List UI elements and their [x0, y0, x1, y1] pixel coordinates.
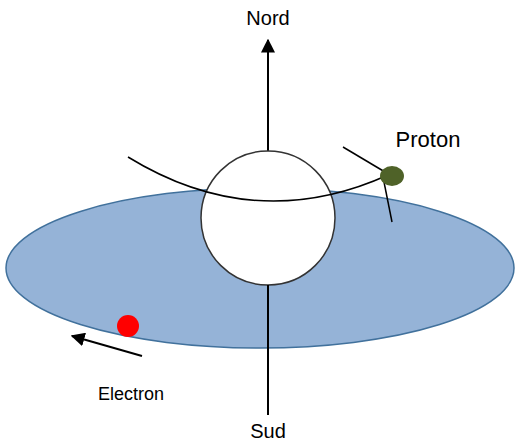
proton-dot [380, 166, 404, 186]
south-axis [267, 285, 269, 415]
electron-direction-arrow [72, 336, 142, 356]
planet-sphere [201, 151, 335, 285]
north-axis [267, 40, 269, 151]
proton-field-line [384, 182, 392, 222]
label-box: Nord [246, 7, 289, 29]
label-box: Sud [250, 420, 286, 442]
label-box: Electron [98, 385, 164, 405]
axis-label: Electron [98, 385, 164, 405]
axis-label: Sud [250, 420, 286, 442]
proton-trajectory [128, 157, 388, 201]
label-box: Proton [396, 128, 461, 152]
electron-dot [117, 315, 139, 337]
proton-field-line [343, 147, 385, 172]
axis-label: Proton [396, 128, 461, 152]
axis-label: Nord [246, 7, 289, 29]
